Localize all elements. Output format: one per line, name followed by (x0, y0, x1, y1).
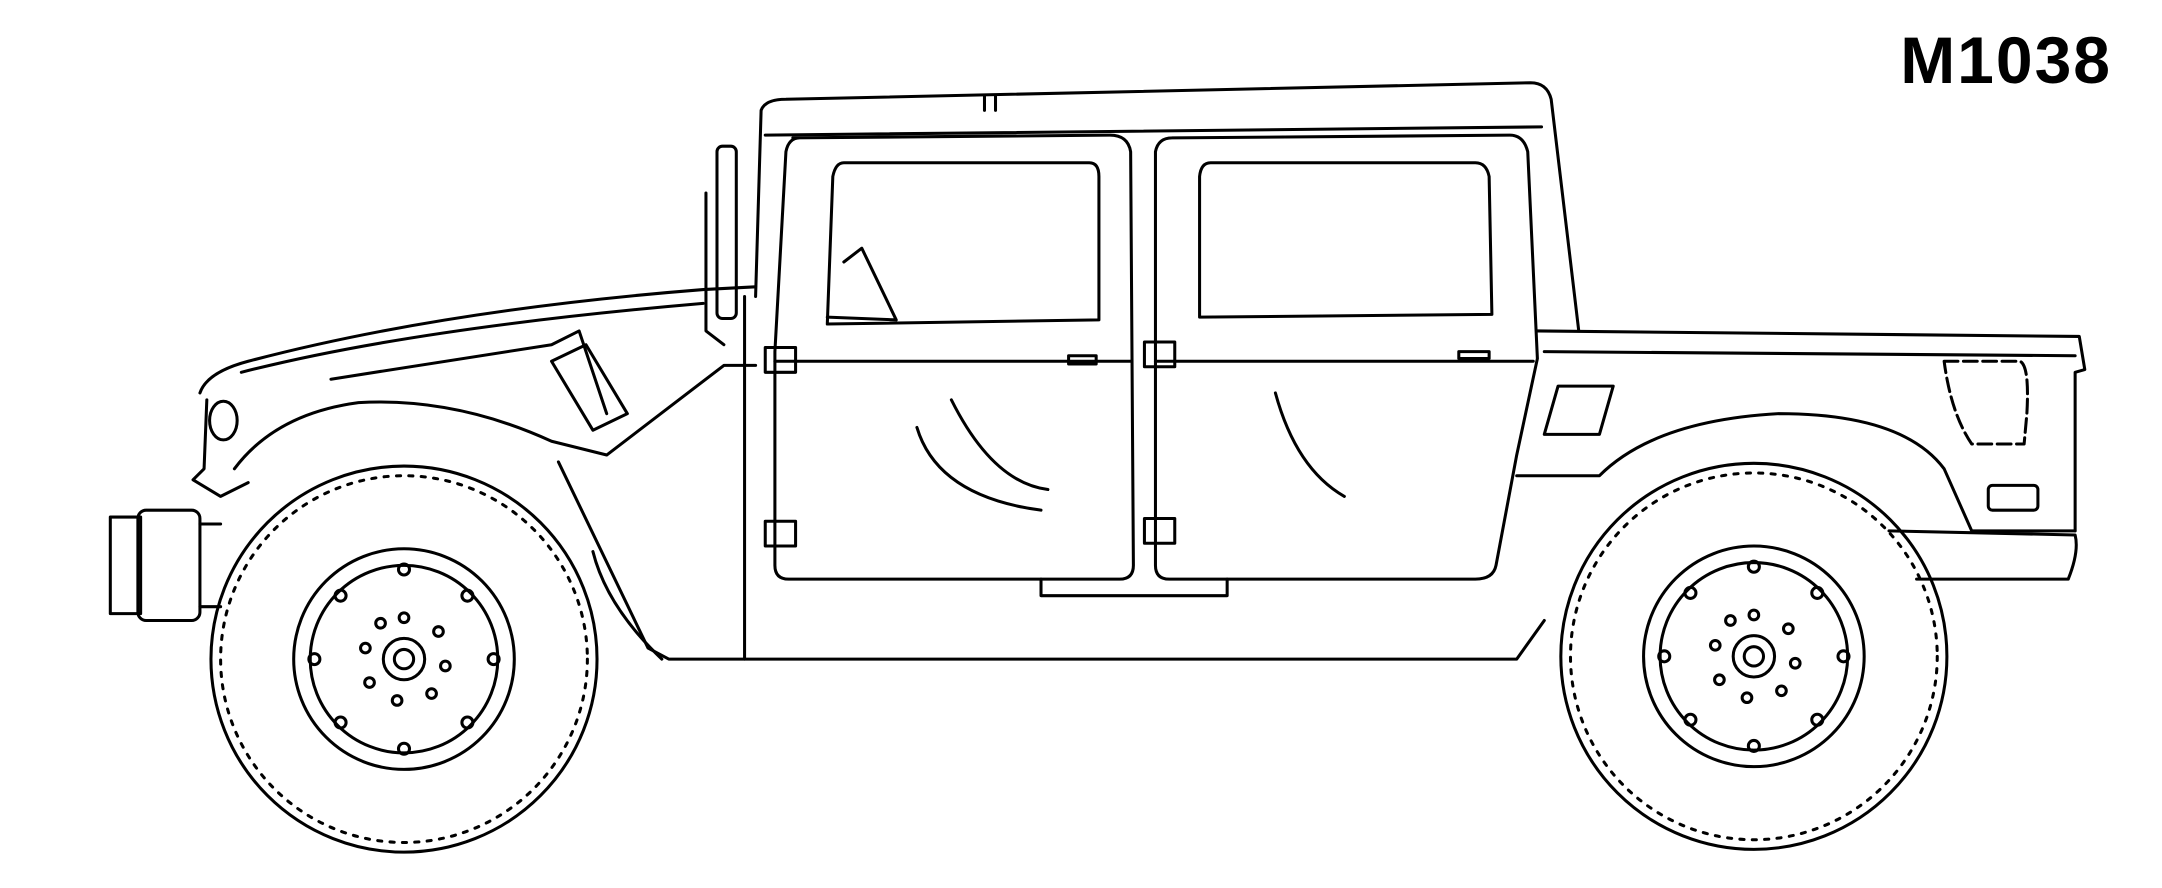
rear-door (1039, 133, 1539, 598)
door-hinges (763, 340, 1177, 548)
body-lower (556, 294, 1546, 661)
front-bumper (108, 508, 223, 623)
front-door (773, 133, 1135, 581)
cargo-bed (1515, 329, 2087, 533)
hardtop (754, 81, 1581, 333)
front-wheel (209, 464, 599, 854)
side-mirror (704, 144, 738, 347)
rear-wheel (1559, 461, 1949, 851)
headlight (208, 399, 239, 442)
hood (191, 285, 758, 498)
model-label: M1038 (1900, 23, 2112, 97)
rear-bumper (1887, 529, 2078, 581)
tail-light (1986, 483, 2040, 512)
front-window (825, 161, 1101, 326)
fender-light (550, 343, 629, 432)
rear-window (1198, 161, 1494, 319)
